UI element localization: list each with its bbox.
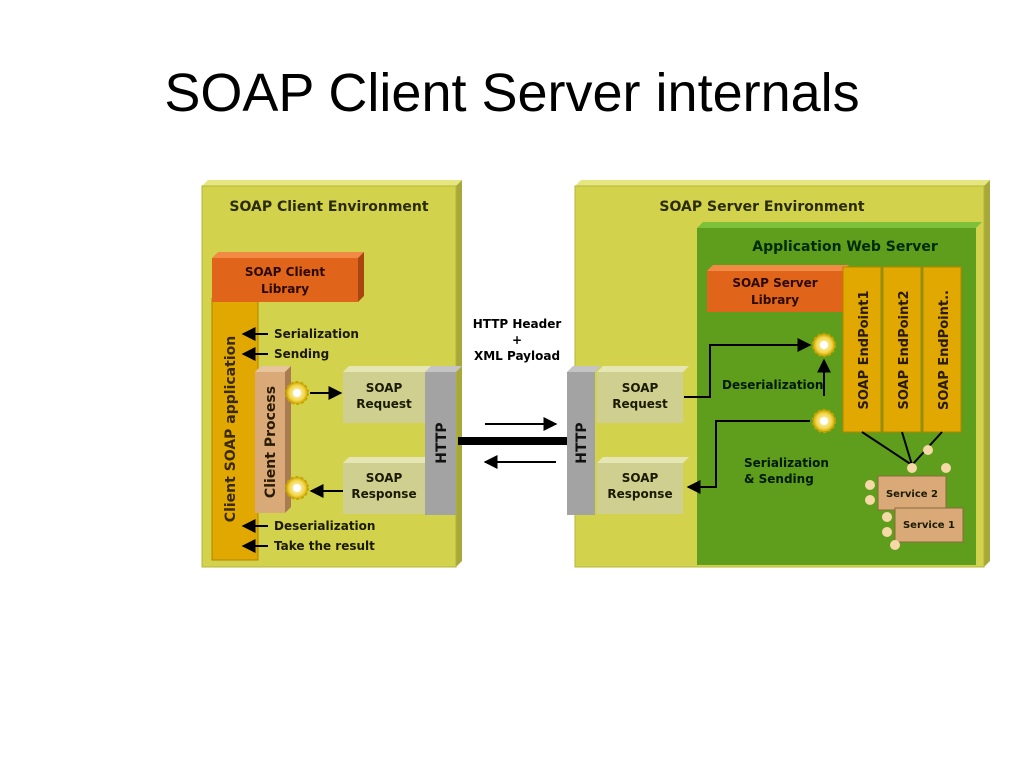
client-process-bar: Client Process xyxy=(255,366,291,513)
client-library-line2: Library xyxy=(261,282,309,296)
server-environment-title: SOAP Server Environment xyxy=(659,199,864,215)
svg-text:Response: Response xyxy=(351,487,416,501)
service-2-box: Service 2 xyxy=(865,445,951,511)
svg-text:Service 1: Service 1 xyxy=(903,520,955,531)
server-library-box: SOAP Server Library xyxy=(707,265,849,312)
serialization-arrow xyxy=(686,420,810,494)
server-soap-request-box: SOAP Request xyxy=(597,366,689,423)
svg-text:SOAP: SOAP xyxy=(366,471,403,485)
server-serialization-gear-icon xyxy=(812,409,836,433)
transport-label-line3: XML Payload xyxy=(474,349,560,363)
svg-text:HTTP: HTTP xyxy=(574,422,590,463)
deserialization-label: Deserialization xyxy=(722,378,823,392)
slide-title: SOAP Client Server internals xyxy=(164,63,860,123)
endpoint-service-connector-1 xyxy=(861,431,913,466)
server-environment: SOAP Server Environment Application Web … xyxy=(567,180,990,568)
endpoint-service-connector-2 xyxy=(901,431,913,466)
svg-text:Serialization: Serialization xyxy=(274,327,359,341)
svg-text:SOAP: SOAP xyxy=(622,381,659,395)
serialization-label-line2: & Sending xyxy=(744,472,814,486)
client-step-deserialization: Deserialization xyxy=(241,519,375,533)
deserialization-arrow xyxy=(684,338,812,398)
client-step-sending: Sending xyxy=(241,347,329,361)
application-web-server: Application Web Server SOAP Server Libra… xyxy=(697,222,982,565)
svg-text:Take the result: Take the result xyxy=(274,539,375,553)
endpoint-2: SOAP EndPoint2 xyxy=(882,266,922,433)
client-request-gear-icon xyxy=(285,381,309,405)
client-response-gear-icon xyxy=(285,476,309,500)
endpoint-1: SOAP EndPoint1 xyxy=(842,266,882,433)
client-soap-response-box: SOAP Response xyxy=(343,457,433,514)
svg-text:HTTP: HTTP xyxy=(434,422,450,463)
svg-text:Library: Library xyxy=(751,293,799,307)
svg-text:Request: Request xyxy=(612,397,668,411)
server-deserialization-gear-icon xyxy=(812,333,836,357)
client-environment: SOAP Client Environment Client SOAP appl… xyxy=(201,180,462,568)
transport-channel xyxy=(458,437,570,445)
web-server-title: Application Web Server xyxy=(752,239,938,255)
client-application-bar: Client SOAP application xyxy=(211,297,259,561)
transport-label-line1: HTTP Header xyxy=(473,317,562,331)
svg-text:SOAP: SOAP xyxy=(622,471,659,485)
svg-text:Service 2: Service 2 xyxy=(886,489,938,500)
client-application-label: Client SOAP application xyxy=(223,336,239,522)
svg-text:Sending: Sending xyxy=(274,347,329,361)
service-1-box: Service 1 xyxy=(882,507,964,550)
client-environment-title: SOAP Client Environment xyxy=(229,199,428,215)
svg-text:Response: Response xyxy=(607,487,672,501)
client-library-box: SOAP Client Library xyxy=(212,252,364,302)
serialization-label-line1: Serialization xyxy=(744,456,829,470)
svg-text:SOAP EndPoint..: SOAP EndPoint.. xyxy=(937,290,952,410)
svg-text:Request: Request xyxy=(356,397,412,411)
svg-text:SOAP: SOAP xyxy=(366,381,403,395)
svg-text:SOAP Server: SOAP Server xyxy=(732,276,817,290)
client-soap-request-box: SOAP Request xyxy=(343,366,433,423)
client-process-label: Client Process xyxy=(263,386,279,498)
endpoint-3: SOAP EndPoint.. xyxy=(922,266,962,433)
client-step-take-result: Take the result xyxy=(241,539,375,553)
svg-text:SOAP EndPoint1: SOAP EndPoint1 xyxy=(857,290,872,409)
client-http-bar: HTTP xyxy=(425,366,462,515)
client-step-serialization: Serialization xyxy=(241,327,359,341)
svg-text:Deserialization: Deserialization xyxy=(274,519,375,533)
server-soap-response-box: SOAP Response xyxy=(597,457,689,514)
transport-label-line2: + xyxy=(512,333,522,347)
server-http-bar: HTTP xyxy=(567,366,601,515)
client-library-line1: SOAP Client xyxy=(245,265,325,279)
svg-text:SOAP EndPoint2: SOAP EndPoint2 xyxy=(897,290,912,409)
transport: HTTP Header + XML Payload xyxy=(458,317,570,469)
